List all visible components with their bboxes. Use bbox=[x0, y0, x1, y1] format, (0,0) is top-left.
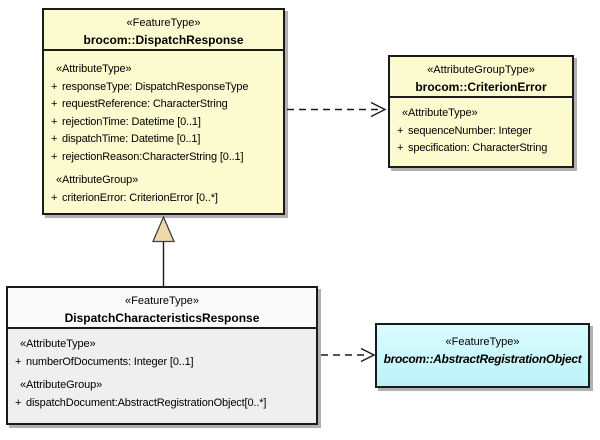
attribute-compartment: «AttributeType» + sequenceNumber: Intege… bbox=[390, 98, 572, 158]
attribute-row: + rejectionReason:CharacterString [0..1] bbox=[44, 149, 283, 167]
attribute-text: sequenceNumber: Integer bbox=[408, 124, 532, 137]
class-node-abstract-registration-object[interactable]: «FeatureType» brocom::AbstractRegistrati… bbox=[375, 323, 590, 388]
attribute-row: + dispatchDocument:AbstractRegistrationO… bbox=[8, 395, 316, 413]
class-header: «FeatureType» brocom::DispatchResponse bbox=[44, 10, 283, 51]
section-label: «AttributeGroup» bbox=[56, 174, 139, 186]
section-label: «AttributeType» bbox=[56, 63, 132, 75]
inheritance-triangle-icon bbox=[152, 215, 175, 243]
class-header: «FeatureType» DispatchCharacteristicsRes… bbox=[8, 288, 316, 329]
section-label: «AttributeType» bbox=[20, 338, 96, 350]
visibility-marker: + bbox=[51, 191, 58, 204]
section-label: «AttributeType» bbox=[402, 107, 478, 119]
attribute-row: + criterionError: CriterionError [0..*] bbox=[44, 190, 283, 208]
attribute-row: + numberOfDocuments: Integer [0..1] bbox=[8, 354, 316, 372]
dependency-arrow-dispatch-document[interactable] bbox=[321, 347, 376, 363]
attribute-row: + dispatchTime: Datetime [0..1] bbox=[44, 131, 283, 149]
class-header: «AttributeGroupType» brocom::CriterionEr… bbox=[390, 57, 572, 98]
attribute-text: requestReference: CharacterString bbox=[62, 98, 228, 110]
class-name: brocom::DispatchResponse bbox=[83, 33, 244, 47]
class-name: brocom::AbstractRegistrationObject bbox=[383, 352, 582, 366]
attribute-compartment: «AttributeType» + responseType: Dispatch… bbox=[44, 51, 283, 207]
attribute-text: rejectionReason:CharacterString [0..1] bbox=[62, 150, 244, 163]
visibility-marker: + bbox=[397, 142, 404, 154]
attribute-text: criterionError: CriterionError [0..*] bbox=[62, 191, 218, 204]
dependency-arrow-criterion-error[interactable] bbox=[287, 101, 387, 118]
attribute-row: + requestReference: CharacterString bbox=[44, 96, 283, 114]
visibility-marker: + bbox=[397, 124, 404, 137]
attribute-text: rejectionTime: Datetime [0..1] bbox=[62, 115, 201, 128]
stereotype-label: «FeatureType» bbox=[125, 295, 199, 307]
class-node-criterion-error[interactable]: «AttributeGroupType» brocom::CriterionEr… bbox=[388, 55, 574, 168]
class-node-dispatch-response[interactable]: «FeatureType» brocom::DispatchResponse «… bbox=[42, 8, 285, 215]
attribute-text: specification: CharacterString bbox=[408, 142, 548, 154]
class-name: DispatchCharacteristicsResponse bbox=[64, 311, 260, 325]
attribute-compartment: «AttributeType» + numberOfDocuments: Int… bbox=[8, 329, 316, 412]
class-node-dispatch-characteristics-response[interactable]: «FeatureType» DispatchCharacteristicsRes… bbox=[6, 286, 318, 425]
visibility-marker: + bbox=[51, 115, 58, 128]
visibility-marker: + bbox=[51, 133, 58, 145]
generalization-arrow[interactable] bbox=[152, 215, 175, 286]
attribute-text: responseType: DispatchResponseType bbox=[62, 80, 249, 93]
visibility-marker: + bbox=[15, 396, 22, 409]
class-header: «FeatureType» brocom::AbstractRegistrati… bbox=[377, 325, 588, 368]
stereotype-label: «FeatureType» bbox=[126, 17, 201, 29]
attribute-row: + sequenceNumber: Integer bbox=[390, 123, 572, 141]
attribute-row: + specification: CharacterString bbox=[390, 140, 572, 158]
class-name: brocom::CriterionError bbox=[415, 80, 547, 94]
attribute-row: + responseType: DispatchResponseType bbox=[44, 79, 283, 97]
visibility-marker: + bbox=[51, 150, 58, 163]
visibility-marker: + bbox=[51, 80, 58, 93]
stereotype-label: «AttributeGroupType» bbox=[427, 64, 535, 76]
attribute-row: + rejectionTime: Datetime [0..1] bbox=[44, 114, 283, 132]
visibility-marker: + bbox=[51, 98, 58, 110]
attribute-text: dispatchDocument:AbstractRegistrationObj… bbox=[26, 396, 267, 409]
attribute-text: numberOfDocuments: Integer [0..1] bbox=[26, 355, 194, 368]
section-label: «AttributeGroup» bbox=[20, 379, 103, 391]
attribute-text: dispatchTime: Datetime [0..1] bbox=[62, 133, 201, 145]
stereotype-label: «FeatureType» bbox=[445, 336, 520, 348]
visibility-marker: + bbox=[15, 355, 22, 368]
